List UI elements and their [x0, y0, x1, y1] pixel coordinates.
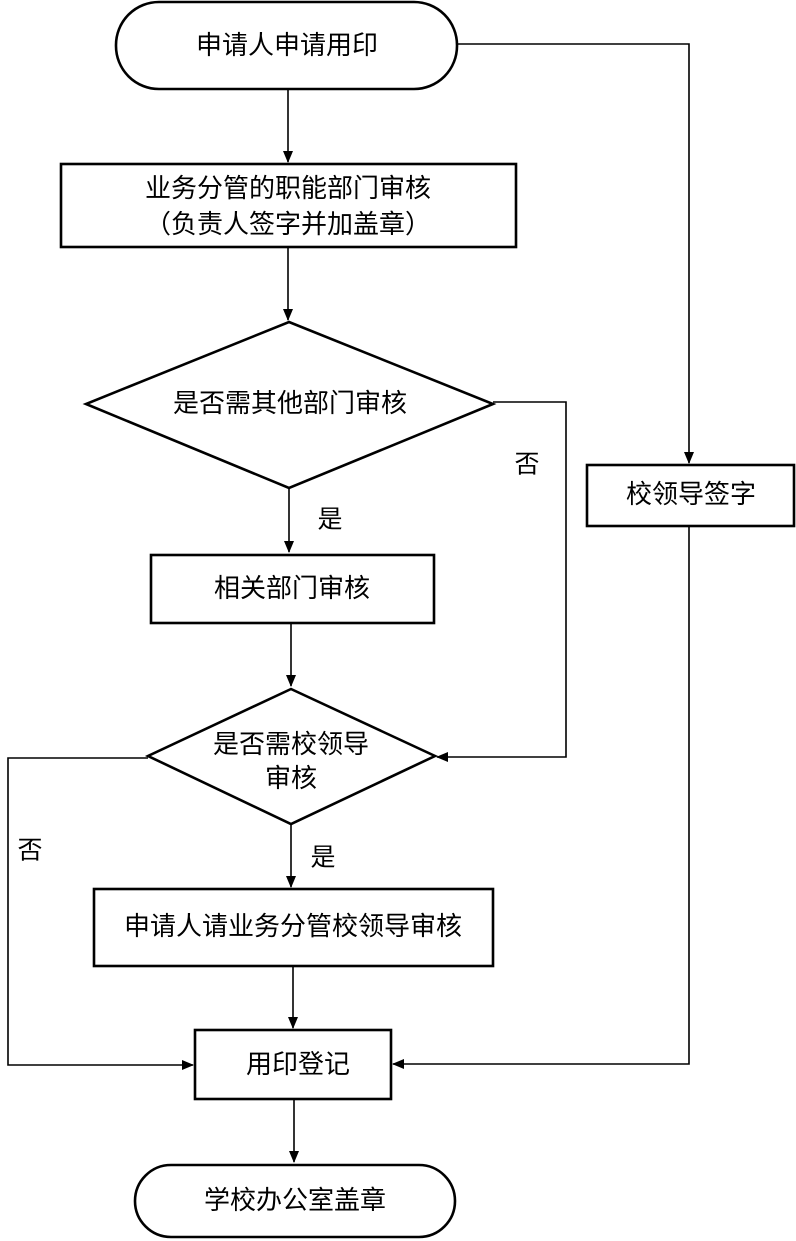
- edge-leader-sign-to-register: [392, 526, 690, 1069]
- edge-label-yes-leader: 是: [310, 843, 335, 872]
- request-leader-node: 申请人请业务分管校领导审核: [92, 887, 495, 968]
- start-node: 申请人申请用印: [114, 0, 459, 91]
- decision-other-dept-label: 是否需其他部门审核: [173, 389, 407, 419]
- leader-sign-label: 校领导签字: [626, 480, 756, 510]
- decision-leader-node: 是否需校领导 审核: [144, 687, 439, 826]
- seal-register-box: [193, 1028, 393, 1101]
- decision-other-dept-diamond: [82, 320, 497, 490]
- end-terminal-shape: [133, 1163, 457, 1239]
- dept-review-box: [59, 162, 518, 249]
- related-dept-review-node: 相关部门审核: [149, 553, 436, 625]
- edge-label-no-other-dept: 否: [514, 450, 539, 479]
- edges: [7, 43, 694, 1163]
- dept-review-label-line2: （负责人签字并加盖章）: [145, 210, 431, 240]
- decision-leader-label-line2: 审核: [265, 764, 317, 794]
- decision-other-dept-node: 是否需其他部门审核: [82, 320, 497, 490]
- dept-review-node: 业务分管的职能部门审核 （负责人签字并加盖章）: [59, 162, 518, 249]
- decision-leader-label-line1: 是否需校领导: [213, 730, 369, 760]
- edge-start-to-leader-sign: [457, 43, 694, 464]
- request-leader-box: [92, 887, 495, 968]
- end-label: 学校办公室盖章: [204, 1186, 386, 1216]
- edge-decision-other-no: [436, 401, 567, 762]
- related-dept-review-label: 相关部门审核: [214, 574, 370, 604]
- edge-decision-leader-no: [7, 757, 194, 1070]
- start-terminal-shape: [114, 0, 459, 91]
- leader-sign-box: [585, 463, 796, 528]
- decision-leader-diamond: [144, 687, 439, 826]
- end-node: 学校办公室盖章: [133, 1163, 457, 1239]
- edge-label-yes-other-dept: 是: [317, 505, 342, 534]
- request-leader-label: 申请人请业务分管校领导审核: [124, 912, 462, 942]
- leader-sign-node: 校领导签字: [585, 463, 796, 528]
- edge-label-no-leader: 否: [17, 836, 42, 865]
- related-dept-review-box: [149, 553, 436, 625]
- seal-register-label: 用印登记: [246, 1050, 350, 1080]
- start-label: 申请人申请用印: [196, 31, 378, 61]
- seal-register-node: 用印登记: [193, 1028, 393, 1101]
- dept-review-label-line1: 业务分管的职能部门审核: [145, 174, 431, 204]
